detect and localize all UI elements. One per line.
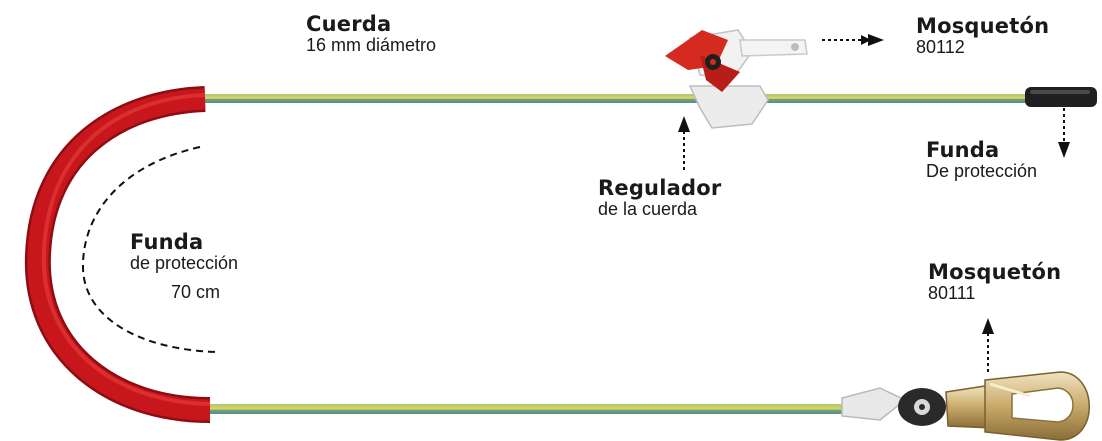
label-funda-left-length: 70 cm [171,281,221,302]
label-mosqueton-top-sub: 80112 [916,37,965,58]
label-funda-right-sub: De protección [926,161,1038,182]
red-protective-sleeve [24,86,211,423]
label-funda-right-title: Funda [926,138,1000,162]
upper-rope [195,94,1035,103]
arrow-up-head [982,318,994,334]
label-funda-left-title: Funda [130,230,204,254]
carabiner-icon [841,371,1090,441]
sleeve-length-dashed-arc [81,146,219,353]
arrow-down-head [1058,142,1070,158]
lower-rope [205,404,845,414]
arrow-right-head [868,34,884,46]
label-mosqueton-bottom: Mosquetón 80111 [928,261,1061,303]
rope-regulator-icon [665,29,808,129]
label-mosqueton-top: Mosquetón 80112 [916,15,1049,57]
label-mosqueton-bottom-title: Mosquetón [928,260,1062,284]
label-funda-left: Funda de protección 70 cm [130,231,238,302]
label-cuerda-sub: 16 mm diámetro [306,35,437,56]
label-funda-left-sub: de protección [130,253,239,274]
black-end-sleeve [1025,87,1097,107]
label-regulador: Regulador de la cuerda [598,177,721,219]
arrow-up-regulator-head [678,116,690,132]
label-regulador-title: Regulador [598,176,722,200]
label-mosqueton-bottom-sub: 80111 [928,283,976,304]
swivel-icon [898,388,946,426]
label-regulador-sub: de la cuerda [598,199,698,220]
label-cuerda-title: Cuerda [306,12,392,36]
label-cuerda: Cuerda 16 mm diámetro [306,13,436,55]
label-mosqueton-top-title: Mosquetón [916,14,1050,38]
label-funda-right: Funda De protección [926,139,1037,181]
